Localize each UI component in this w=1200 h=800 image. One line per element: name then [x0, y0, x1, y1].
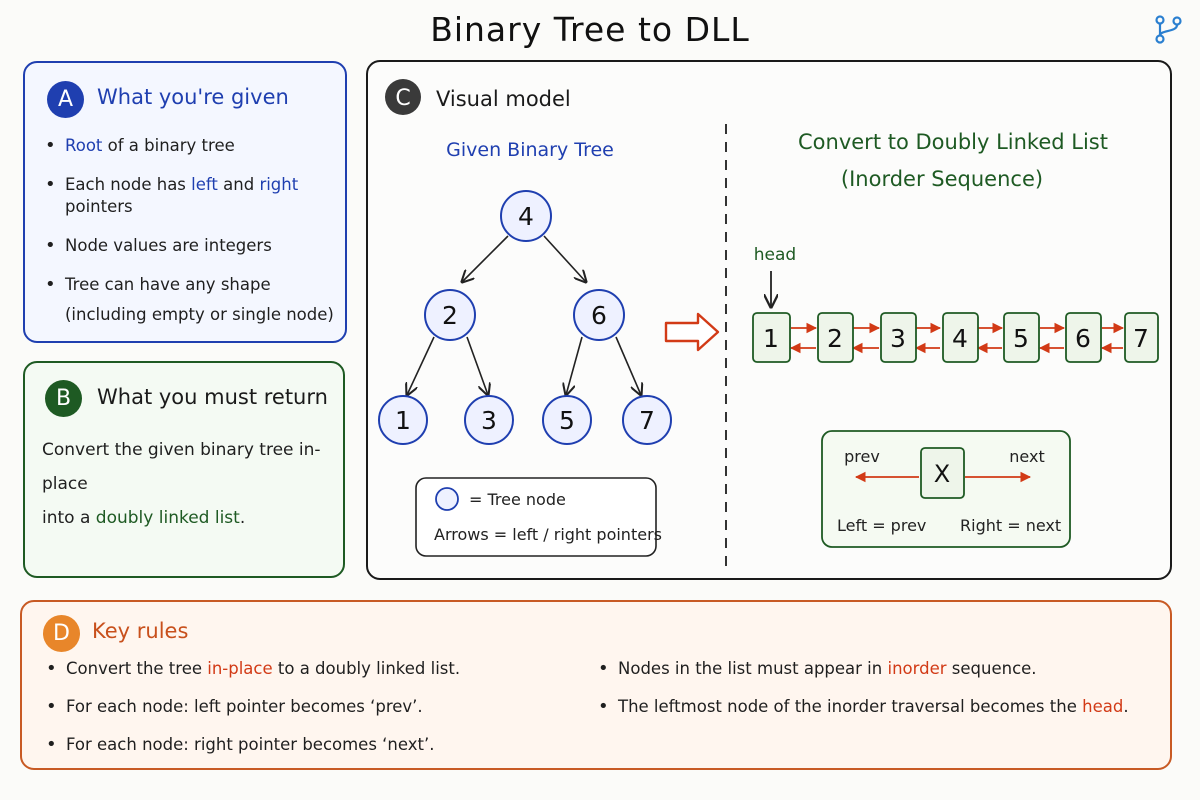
- panel-d-heading: Key rules: [92, 619, 189, 643]
- dll-node: 6: [1065, 312, 1102, 363]
- given-item: Root of a binary tree: [43, 135, 345, 157]
- rule-item: Nodes in the list must appear in inorder…: [596, 658, 1129, 680]
- tree-node: 7: [622, 395, 672, 445]
- edge-2-3: [466, 336, 488, 395]
- given-list: Root of a binary tree Each node has left…: [43, 135, 345, 326]
- given-item: Node values are integers: [43, 235, 345, 257]
- edge-4-2: [462, 235, 509, 282]
- key-right-label: Right = next: [960, 516, 1061, 535]
- dll-node: 1: [752, 312, 791, 363]
- key-node-box: [920, 447, 965, 499]
- given-item: Each node has left and right pointers: [43, 174, 345, 218]
- svg-text:3: 3: [890, 324, 906, 353]
- node-key: prev next X Left = prev Right = next: [821, 430, 1071, 548]
- svg-text:5: 5: [1013, 324, 1029, 353]
- svg-text:7: 7: [1133, 324, 1149, 353]
- edge-4-6: [543, 235, 586, 282]
- rule-item: Convert the tree in-place to a doubly li…: [44, 658, 460, 680]
- svg-text:2: 2: [827, 324, 843, 353]
- tree-node: 3: [464, 395, 514, 445]
- tree-node: 6: [573, 289, 625, 341]
- svg-text:1: 1: [763, 324, 779, 353]
- panel-a-heading: What you're given: [97, 85, 289, 109]
- badge-c: [385, 79, 421, 115]
- rule-item: The leftmost node of the inorder travers…: [596, 696, 1129, 718]
- dll-node: 3: [880, 312, 917, 363]
- panel-c-heading: Visual model: [436, 87, 571, 111]
- legend-arrows-label: Arrows = left / right pointers: [434, 525, 662, 544]
- tree-node: 1: [378, 395, 428, 445]
- rule-item: For each node: left pointer becomes ‘pre…: [44, 696, 460, 718]
- dll-node: 2: [817, 312, 854, 363]
- git-branch-icon[interactable]: [1152, 14, 1186, 44]
- dll-node: 4: [942, 312, 979, 363]
- panel-given: A What you're given Root of a binary tre…: [23, 61, 347, 343]
- tree-node: 2: [424, 289, 476, 341]
- rules-left-list: Convert the tree in-place to a doubly li…: [44, 658, 460, 756]
- visual-model-canvas: C Visual model Given Binary Tree 4 2 6: [378, 79, 1159, 566]
- dll-node: 7: [1124, 312, 1159, 363]
- tree-node: 5: [542, 395, 592, 445]
- edge-6-7: [615, 336, 641, 395]
- tree-edges: [407, 235, 641, 395]
- svg-text:4: 4: [952, 324, 968, 353]
- dll-title: Convert to Doubly Linked List: [798, 130, 1108, 154]
- panel-b-heading: What you must return: [97, 385, 328, 409]
- legend-node-swatch: [435, 487, 459, 511]
- transform-arrow-icon: [664, 312, 720, 352]
- dll-links: [789, 322, 1125, 354]
- page-title: Binary Tree to DLL: [430, 10, 750, 49]
- tree-legend: = Tree node Arrows = left / right pointe…: [415, 477, 662, 557]
- edge-2-1: [407, 336, 435, 395]
- svg-text:5: 5: [559, 406, 575, 435]
- head-label: head: [754, 245, 796, 265]
- svg-text:6: 6: [591, 301, 607, 330]
- rules-right-list: Nodes in the list must appear in inorder…: [596, 658, 1129, 718]
- panel-key-rules: D Key rules Convert the tree in-place to…: [20, 600, 1172, 770]
- tree-node: 4: [500, 190, 552, 242]
- given-item: Tree can have any shape (including empty…: [43, 274, 345, 326]
- panel-visual-model: C Visual model Given Binary Tree 4 2 6: [366, 60, 1172, 580]
- key-left-label: Left = prev: [837, 516, 926, 535]
- dll-node: 5: [1003, 312, 1040, 363]
- svg-text:6: 6: [1075, 324, 1091, 353]
- rule-item: For each node: right pointer becomes ‘ne…: [44, 734, 460, 756]
- key-next-label: next: [1009, 447, 1044, 466]
- key-node-label: X: [934, 460, 950, 488]
- tree-title: Given Binary Tree: [446, 139, 614, 161]
- svg-text:2: 2: [442, 301, 458, 330]
- svg-text:7: 7: [639, 406, 655, 435]
- edge-6-5: [566, 336, 583, 395]
- svg-text:1: 1: [395, 406, 411, 435]
- key-prev-label: prev: [844, 447, 880, 466]
- badge-d: D: [43, 615, 80, 652]
- svg-text:4: 4: [518, 202, 534, 231]
- panel-return: B What you must return Convert the given…: [23, 361, 345, 578]
- legend-node-label: = Tree node: [469, 490, 566, 509]
- dll-subtitle: (Inorder Sequence): [841, 167, 1043, 191]
- return-description: Convert the given binary tree in-place i…: [42, 440, 321, 528]
- badge-a: A: [47, 81, 84, 118]
- badge-b: B: [45, 380, 82, 417]
- svg-text:3: 3: [481, 406, 497, 435]
- badge-c-label: C: [395, 86, 410, 111]
